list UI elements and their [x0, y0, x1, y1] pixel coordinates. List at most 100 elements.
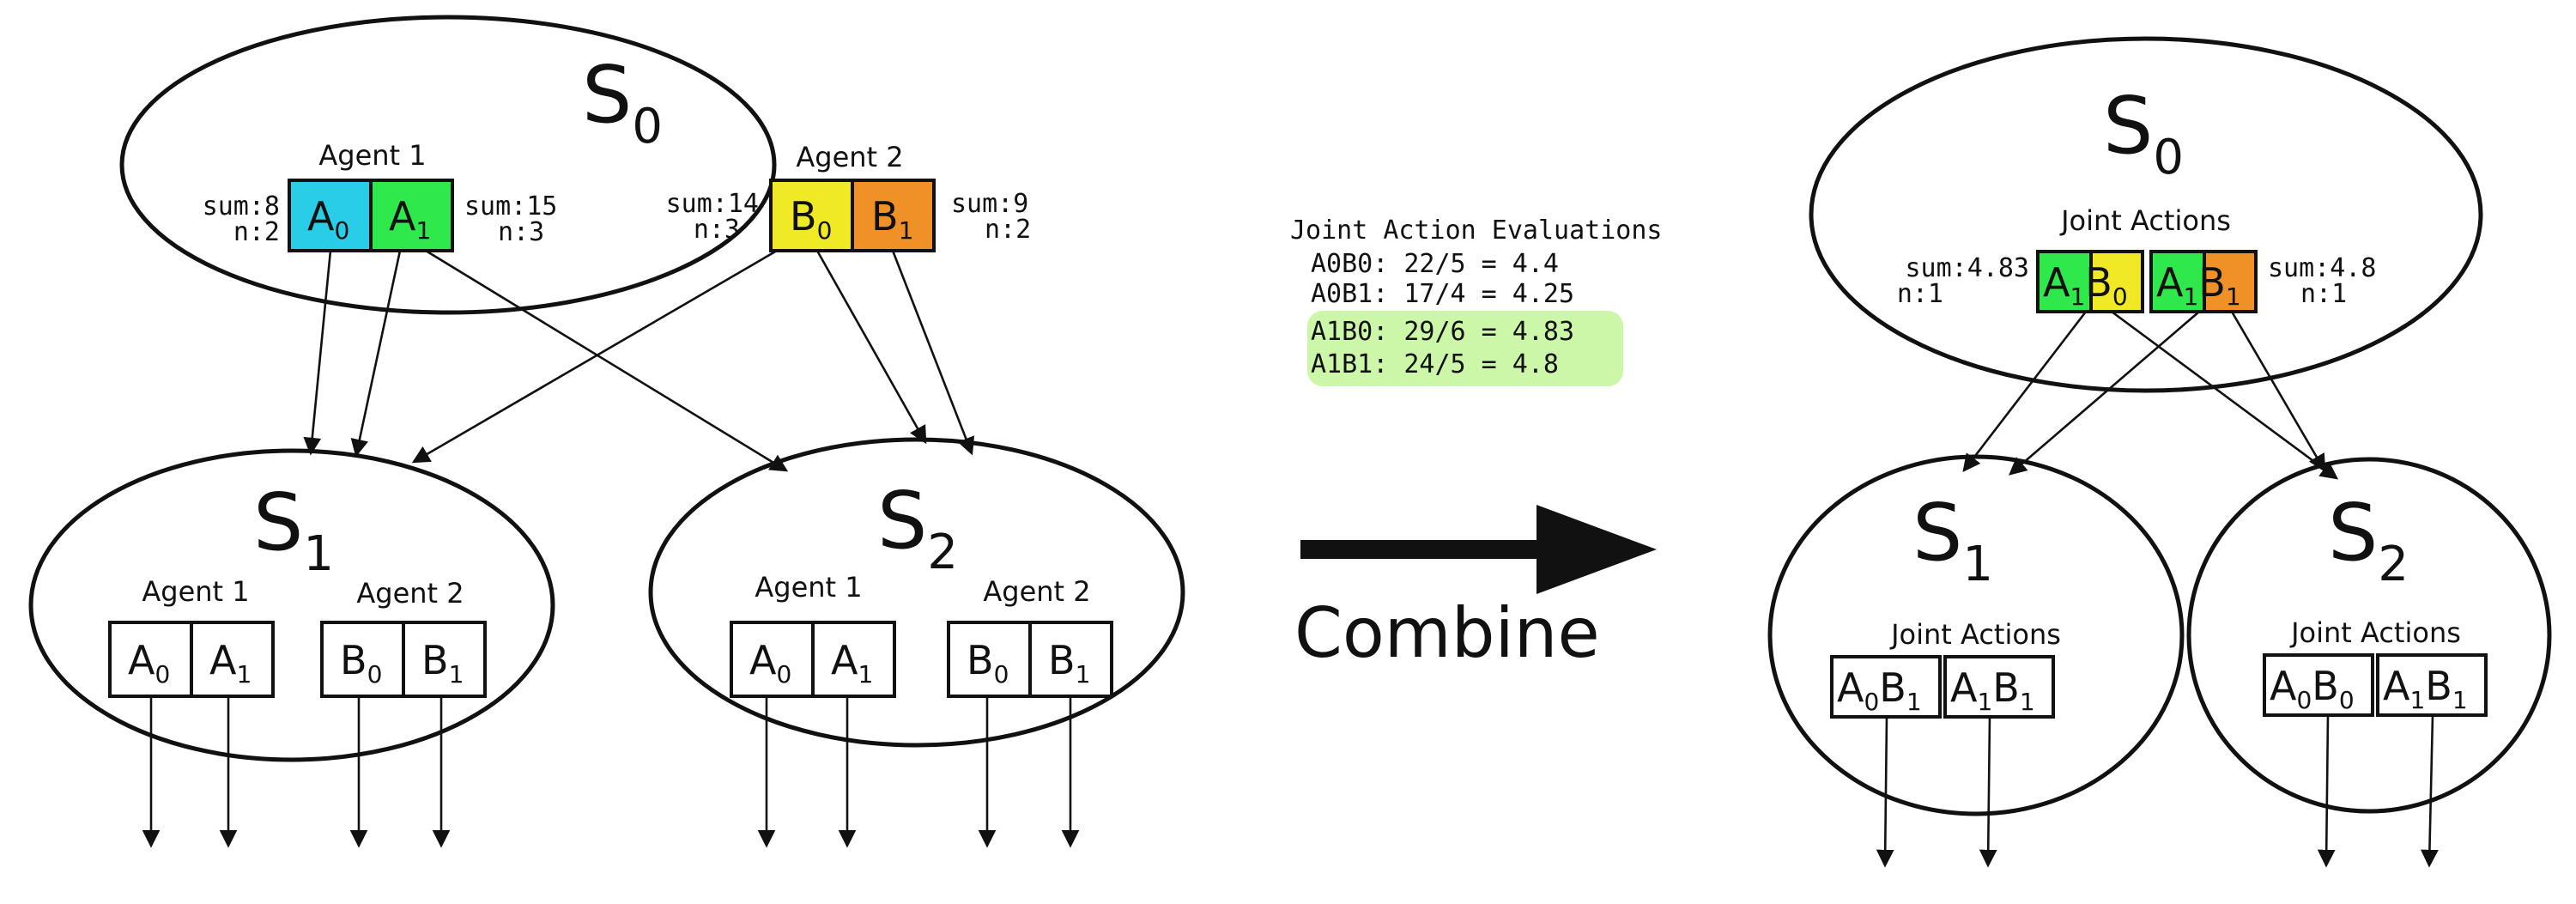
right-s1-action-0-label: A0B1 — [1837, 664, 1922, 716]
left-tree-edges — [303, 249, 975, 472]
right-s2-label: S2 — [2328, 487, 2409, 592]
left-root-action-a1 — [369, 179, 454, 252]
left-root-action-b1 — [851, 179, 936, 252]
left-s1-action-b0-label: B0 — [340, 637, 382, 689]
evaluation-row: A1B1: 24/5 = 4.8 — [1311, 349, 1559, 379]
right-tree-edges — [1962, 310, 2339, 480]
edge-a1-to-s2 — [425, 249, 789, 472]
right-s2-action-0-label: A0B0 — [2270, 663, 2355, 714]
edge-a1b0-to-s1 — [1962, 311, 2088, 473]
left-root-agent1-stats-left-sum: sum:8 — [203, 191, 280, 221]
right-root-title: Joint Actions — [2059, 204, 2231, 237]
left-s1-action-a0 — [108, 621, 193, 698]
left-s2-action-b0-label: B0 — [967, 637, 1009, 689]
left-s1-agent2-title: Agent 2 — [356, 577, 464, 610]
out-arrow — [1876, 716, 1894, 868]
left-root-agent1-stats-right-sum: sum:15 — [464, 191, 557, 221]
right-s1-action-1-label: A1B1 — [1950, 664, 2035, 716]
right-tree-outgoing-arrows — [1876, 714, 2439, 868]
edge-a1b1-to-s2 — [2230, 311, 2326, 473]
left-s1-action-b1 — [402, 621, 487, 698]
left-root-action-b1-label: B1 — [871, 193, 913, 245]
right-s1-node: S1 Joint Actions A0B1 A1B1 — [1767, 454, 2185, 816]
left-root-action-a1-label: A1 — [389, 193, 431, 245]
left-root-agent2-title: Agent 2 — [796, 141, 903, 173]
left-tree-outgoing-arrows — [142, 696, 1080, 848]
left-s2-agent2-title: Agent 2 — [983, 575, 1090, 608]
edge-b1-to-s2 — [891, 250, 975, 456]
right-root-action-1-b — [2203, 250, 2258, 313]
right-s2-title: Joint Actions — [2289, 616, 2461, 649]
right-s2-action-1 — [2376, 653, 2488, 717]
right-s2-action-0 — [2263, 653, 2374, 717]
evaluation-row: A0B1: 17/4 = 4.25 — [1311, 279, 1574, 309]
edge-b0-to-s2 — [815, 250, 927, 445]
evaluations-title: Joint Action Evaluations — [1290, 215, 1662, 246]
left-s2-node: S2 Agent 1 Agent 2 A0 A1 B0 B1 — [648, 437, 1185, 748]
left-s1-action-a0-label: A0 — [128, 637, 170, 689]
right-root-action-0-a — [2036, 250, 2093, 313]
left-s2-action-a1-label: A1 — [831, 637, 873, 689]
left-s2-action-b1 — [1028, 621, 1113, 698]
edge-a1-to-s1 — [350, 250, 402, 458]
left-root-action-b0-label: B0 — [790, 193, 832, 245]
left-s2-action-a1 — [811, 621, 896, 698]
left-root-label: S0 — [582, 49, 663, 155]
left-s2-action-b0 — [947, 621, 1032, 698]
right-s1-action-1 — [1943, 655, 2055, 719]
right-tree: S0 Joint Actions A1B0 A1B1 sum:4.83 n:1 … — [1767, 36, 2552, 868]
left-root-agent2-stats-right-n: n:2 — [985, 215, 1031, 245]
out-arrow — [2421, 714, 2439, 868]
edge-a0-to-s1 — [303, 250, 332, 456]
out-arrow — [2317, 714, 2336, 868]
left-root-node: S0 Agent 1 A0 A1 sum:8 n:2 sum:15 n:3 Ag… — [119, 15, 1031, 315]
left-s2-label: S2 — [877, 475, 958, 580]
right-s1-title: Joint Actions — [1889, 618, 2061, 651]
left-s2-agent1-title: Agent 1 — [755, 571, 862, 604]
right-root-stats-left-sum: sum:4.83 — [1906, 253, 2030, 283]
edge-b0-to-s1 — [411, 249, 778, 464]
left-s1-node: S1 Agent 1 Agent 2 A0 A1 B0 B1 — [28, 448, 555, 762]
right-root-action-1-a — [2149, 250, 2206, 313]
left-root-action-a0-label: A0 — [307, 193, 349, 245]
left-root-agent1-stats-left-n: n:2 — [233, 217, 280, 247]
evaluation-row: A0B0: 22/5 = 4.4 — [1311, 249, 1559, 279]
left-s2-action-a0-label: A0 — [749, 637, 791, 689]
right-s2-action-1-label: A1B1 — [2383, 663, 2468, 714]
left-root-agent1-stats-right-n: n:3 — [498, 217, 544, 247]
out-arrow — [1979, 716, 1997, 868]
right-s1-label: S1 — [1912, 487, 1993, 592]
left-s1-action-b0 — [320, 621, 405, 698]
left-s1-action-b1-label: B1 — [421, 637, 464, 689]
combine-arrow: Combine — [1294, 505, 1657, 673]
right-s2-node: S2 Joint Actions A0B0 A1B1 — [2186, 457, 2552, 814]
right-root-action-1-label: A1B1 — [2156, 259, 2241, 311]
left-s1-agent1-title: Agent 1 — [142, 575, 249, 608]
edge-a1b1-to-s1 — [2009, 311, 2200, 476]
combine-arrow-head — [1537, 505, 1657, 594]
evaluation-row: A1B0: 29/6 = 4.83 — [1311, 317, 1574, 347]
left-root-agent2-stats-right-sum: sum:9 — [951, 189, 1028, 219]
right-root-action-0-b — [2089, 250, 2144, 313]
left-s2-action-b1-label: B1 — [1048, 637, 1090, 689]
left-s1-label: S1 — [253, 476, 334, 582]
right-root-stats-left-n: n:1 — [1897, 279, 1943, 309]
edge-a1b0-to-s2 — [2111, 310, 2339, 480]
left-root-agent2-stats-left-n: n:3 — [694, 215, 740, 245]
evaluations-highlight — [1307, 311, 1623, 386]
right-root-stats-right-sum: sum:4.8 — [2268, 253, 2376, 283]
combine-label: Combine — [1294, 593, 1600, 673]
right-root-stats-right-n: n:1 — [2300, 279, 2347, 309]
left-s1-action-a1-label: A1 — [209, 637, 252, 689]
joint-action-evaluations: Joint Action Evaluations A0B0: 22/5 = 4.… — [1290, 215, 1662, 386]
right-s1-action-0 — [1830, 655, 1942, 719]
left-s1-action-a1 — [190, 621, 275, 698]
right-root-label: S0 — [2103, 80, 2184, 185]
right-root-node: S0 Joint Actions A1B0 A1B1 sum:4.83 n:1 … — [1809, 36, 2483, 393]
left-root-agent1-title: Agent 1 — [318, 139, 426, 172]
left-root-agent2-stats-left-sum: sum:14 — [666, 189, 759, 219]
right-root-action-0-label: A1B0 — [2043, 259, 2128, 311]
left-s2-action-a0 — [730, 621, 815, 698]
left-tree: S0 Agent 1 A0 A1 sum:8 n:2 sum:15 n:3 Ag… — [28, 15, 1185, 848]
